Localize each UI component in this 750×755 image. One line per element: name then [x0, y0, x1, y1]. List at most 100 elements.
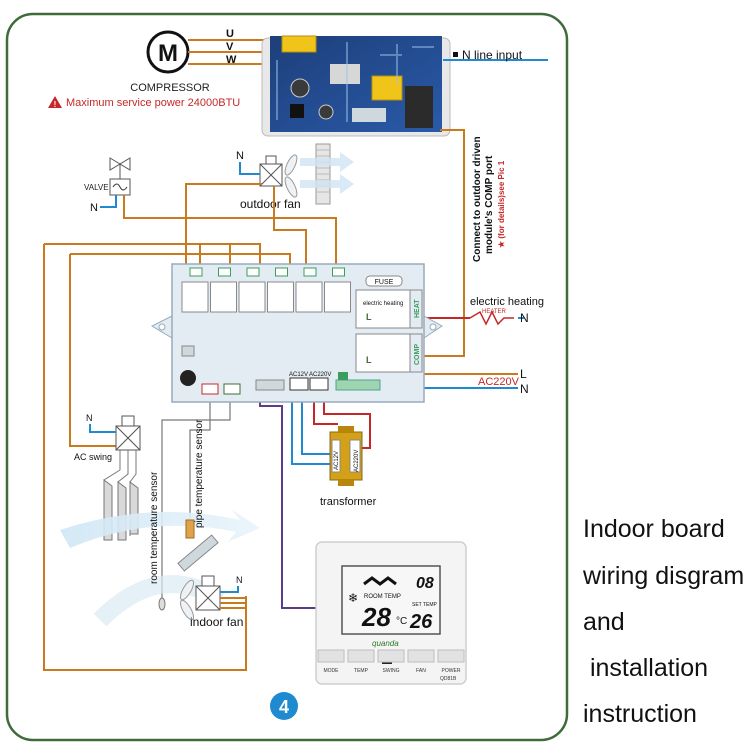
thermostat-button[interactable]	[407, 649, 435, 663]
fuse-label: FUSE	[375, 279, 394, 286]
terminal-v: V	[226, 41, 234, 53]
thermostat-button-label: MODE	[324, 668, 340, 674]
room-sensor-label: room temperature sensor	[149, 471, 160, 584]
ac-swing-n: N	[86, 413, 93, 423]
room-temperature-sensor: room temperature sensor	[149, 471, 166, 611]
relay	[267, 281, 294, 313]
compressor-warning: Maximum service power 24000BTU	[66, 97, 240, 109]
indoor-fan-label: indoor fan	[190, 615, 243, 629]
relay	[324, 281, 351, 313]
relay-terminal	[332, 267, 345, 277]
thermostat-model: QD81B	[440, 676, 457, 682]
heater-n: N	[520, 311, 529, 325]
fuse	[365, 275, 403, 287]
valve: VALVE N	[84, 157, 131, 214]
power-input: L AC220V N	[478, 367, 529, 396]
pic-number-badge: 4	[270, 692, 298, 720]
relay-terminal	[246, 267, 260, 277]
relay-terminal	[189, 267, 203, 277]
room-temp-label: ROOM TEMP	[364, 594, 401, 600]
thermostat-button-label: FAN	[416, 668, 426, 674]
buzzer-icon	[180, 370, 196, 386]
caption-line-5: instruction	[583, 700, 697, 728]
svg-text:!: !	[54, 100, 57, 109]
valve-n: N	[90, 202, 98, 214]
ac220v-board-label: AC220V	[309, 372, 331, 378]
ac12v-board-label: AC12V	[289, 372, 308, 378]
svg-text:AC12V: AC12V	[334, 451, 340, 470]
relay	[238, 281, 266, 313]
pipe-sensor-label: pipe temperature sensor	[194, 419, 205, 528]
caption-line-3: and	[583, 608, 625, 636]
pipe-coil-icon	[177, 534, 219, 572]
relay-group	[181, 267, 351, 313]
relay-terminal	[218, 267, 231, 277]
caption-line-4: installation	[583, 654, 709, 682]
fan-blade-icon	[284, 154, 298, 176]
pipe-temperature-sensor: pipe temperature sensor	[177, 419, 219, 572]
thermostat-button[interactable]	[377, 649, 405, 663]
power-ac220v: AC220V	[478, 376, 520, 388]
heater-label: HEATER	[482, 309, 507, 315]
relay	[295, 281, 323, 313]
outdoor-driver-board	[261, 35, 451, 137]
temp-unit: °C	[396, 616, 407, 627]
transformer-label: transformer	[320, 496, 377, 508]
svg-text:L: L	[366, 312, 372, 322]
indoor-main-board: AC12V AC220V FUSE electric heating L HEA…	[150, 263, 443, 403]
electric-heating: electric heating HEATER N	[470, 296, 544, 325]
electric-heating-label: electric heating	[470, 296, 544, 308]
sensor-connector	[223, 383, 241, 395]
sensor-connector	[201, 383, 219, 395]
transformer: AC12V AC220V transformer	[320, 426, 377, 508]
heat-label: HEAT	[414, 299, 421, 318]
relay	[210, 281, 237, 313]
clock-value: 08	[416, 575, 434, 592]
thermostat-button[interactable]	[437, 649, 465, 663]
indoor-fan: N indoor fan	[179, 575, 246, 629]
power-n: N	[520, 382, 529, 396]
thermostat-button-label: POWER	[442, 668, 461, 674]
set-temp-value: 26	[409, 611, 433, 633]
svg-text:AC220V: AC220V	[354, 450, 360, 472]
thermostat-button[interactable]	[347, 649, 375, 663]
ac-swing-label: AC swing	[74, 452, 112, 462]
indoor-fan-blade-icon	[179, 579, 194, 601]
thermostat-button-row: MODE TEMP SWING FAN POWER	[317, 649, 465, 674]
svg-text:electric heating: electric heating	[363, 301, 403, 307]
valve-label: VALVE	[84, 183, 109, 192]
compressor-label: COMPRESSOR	[130, 82, 210, 94]
thermostat: ❄ ROOM TEMP 28 °C 08 SET TEMP 26 quanda …	[315, 541, 467, 685]
svg-text:module's COMP port: module's COMP port	[484, 155, 495, 254]
room-temp-value: 28	[361, 602, 391, 632]
outdoor-fan-n: N	[236, 150, 244, 162]
compressor: M COMPRESSOR ! Maximum service power 240…	[48, 28, 282, 109]
outdoor-fan-label: outdoor fan	[240, 197, 301, 211]
display-connector	[255, 379, 285, 391]
thermostat-button[interactable]	[317, 649, 345, 663]
lcd-screen	[341, 565, 441, 635]
indoor-fan-n: N	[236, 575, 243, 585]
svg-text:★ (for details)see Pic 1: ★ (for details)see Pic 1	[497, 160, 506, 248]
comp-relay	[355, 333, 411, 373]
ac12v-connector	[289, 377, 309, 391]
n-line-input: N line input	[443, 48, 548, 62]
brand-logo: quanda	[372, 639, 399, 648]
thermostat-button-label: SWING	[383, 668, 400, 674]
motor-letter: M	[158, 40, 178, 67]
snowflake-icon: ❄	[348, 591, 358, 605]
caption-line-2: wiring disgram	[583, 562, 745, 590]
caption-line-1: Indoor board	[583, 515, 725, 543]
relay	[181, 281, 209, 313]
airflow-icon	[60, 510, 260, 548]
comp-label: COMP	[414, 344, 421, 365]
heat-relay	[355, 289, 411, 329]
thermostat-button-label: TEMP	[354, 668, 369, 674]
n-line-input-label: N line input	[462, 48, 523, 62]
terminal-w: W	[226, 54, 237, 66]
pic-number: 4	[279, 697, 289, 717]
set-temp-label: SET TEMP	[412, 602, 437, 608]
thermistor-icon	[158, 597, 166, 611]
